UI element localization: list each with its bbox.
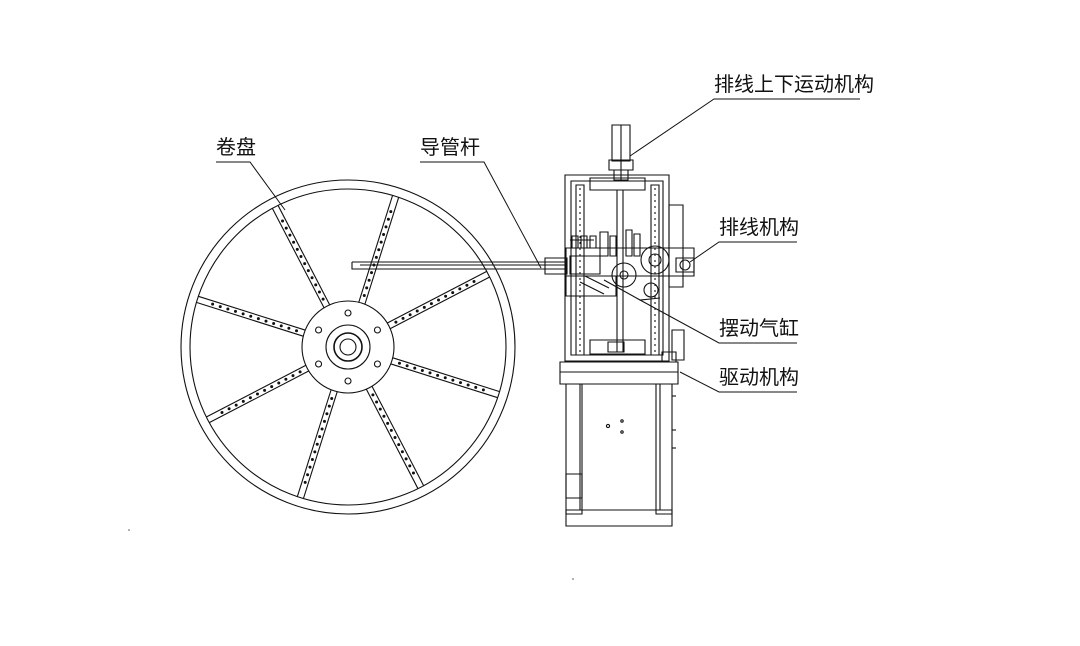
flange-bolt [374,327,380,333]
label-reel: 卷盘 [216,135,256,159]
reel-spoke [387,271,489,328]
reel-outer-rim [181,180,515,514]
reel [181,180,515,514]
reel-spoke [272,205,329,307]
leader-drive [680,372,797,392]
guide-rod-body [352,262,566,269]
leader-swing-cylinder [640,300,797,343]
leader-vertical-motion [630,99,860,156]
label-swing-cylinder: 摆动气缸 [719,316,799,340]
reel-flange [302,301,394,393]
leader-guide-rod [420,162,541,268]
label-vertical-motion: 排线上下运动机构 [714,72,874,96]
reel-spoke [366,386,423,488]
cable-arranging-mechanism [566,230,694,300]
reel-spoke [206,365,308,422]
leader-cable-arranging [690,242,797,262]
flange-bolt [374,361,380,367]
vertical-motion-motor [609,125,633,181]
leader-lines [216,99,860,392]
drive-base [560,362,678,526]
reel-spokes [196,195,499,498]
reel-spoke [359,195,399,304]
reel-spoke [196,296,305,336]
flange-bolt [345,310,351,316]
reel-axle [340,339,356,355]
label-cable-arranging: 排线机构 [719,215,799,239]
reel-spoke [391,358,500,398]
reel-hub-ring [326,325,370,369]
reel-flange-bolts [316,310,381,384]
reel-spoke [297,390,337,499]
upper-frame [565,175,684,362]
flange-bolt [316,327,322,333]
flange-bolt [316,361,322,367]
reel-inner-rim [190,189,506,505]
label-guide-rod: 导管杆 [420,135,480,159]
leader-reel [216,162,285,210]
reel-hub [334,333,362,361]
label-drive: 驱动机构 [719,365,799,389]
flange-bolt [345,378,351,384]
guide-rod [352,258,567,274]
